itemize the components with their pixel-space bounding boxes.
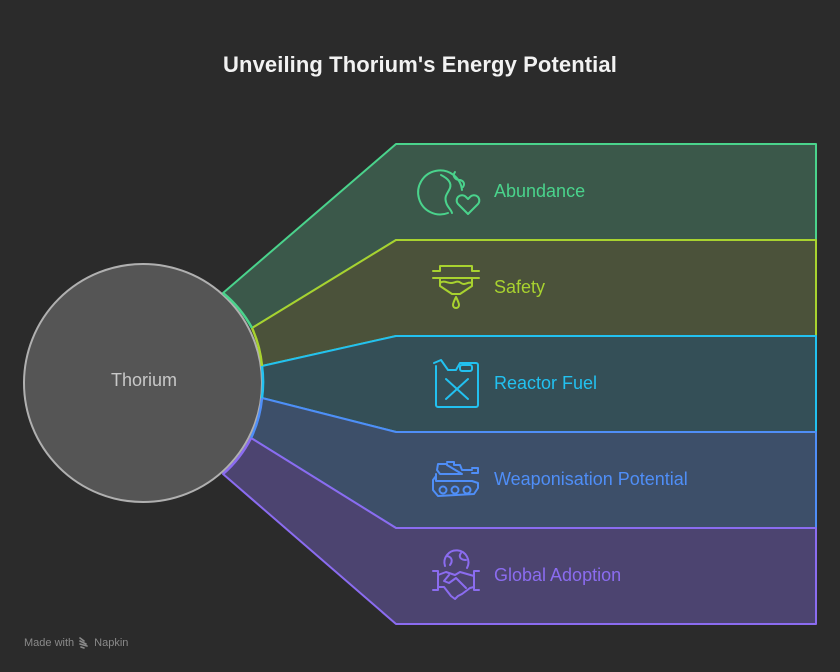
diagram-title: Unveiling Thorium's Energy Potential xyxy=(223,52,617,77)
center-label: Thorium xyxy=(110,370,177,390)
item-label-reactor-fuel: Reactor Fuel xyxy=(494,373,598,393)
item-label-abundance: Abundance xyxy=(494,181,586,201)
napkin-logo-icon xyxy=(79,637,88,649)
item-label-safety: Safety xyxy=(494,277,546,297)
made-with-text: Made with xyxy=(24,637,75,649)
footer-attribution: Made with Napkin xyxy=(24,637,128,649)
brand-name: Napkin xyxy=(94,637,129,649)
globe-handshake-icon xyxy=(432,549,480,600)
containment-leak-icon xyxy=(432,265,480,309)
item-label-weaponisation-potential: Weaponisation Potential xyxy=(494,469,688,489)
tank-icon xyxy=(432,461,479,497)
fuel-canister-icon xyxy=(433,359,479,408)
globe-heart-icon xyxy=(417,169,481,216)
item-label-global-adoption: Global Adoption xyxy=(494,565,622,585)
